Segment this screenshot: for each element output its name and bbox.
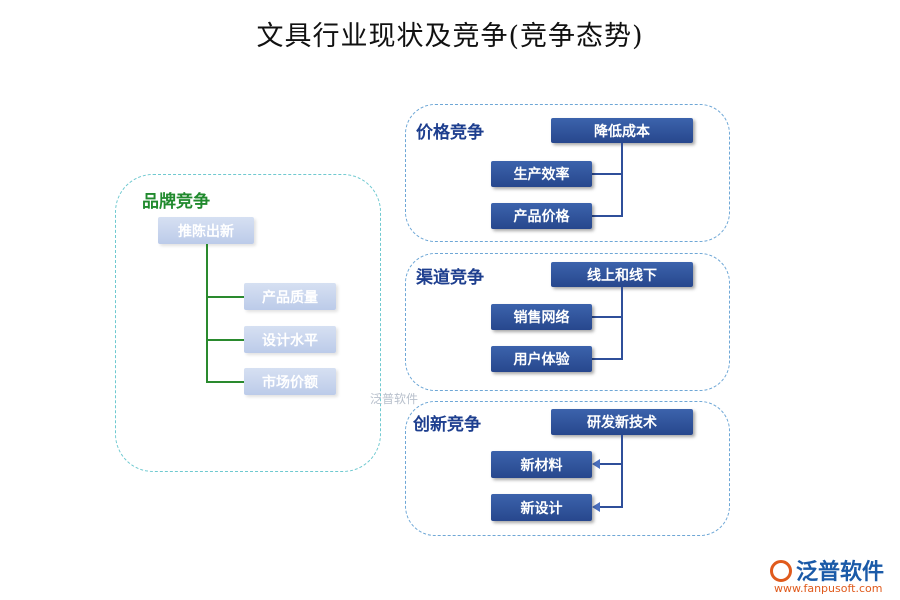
- channel-competition-panel: [405, 253, 730, 391]
- logo-mark-icon: [770, 560, 792, 582]
- channel-top-box: 线上和线下: [551, 262, 693, 287]
- innovation-connector-1: [598, 463, 623, 465]
- price-connector-1: [592, 173, 623, 175]
- brand-vertical-line: [206, 244, 208, 382]
- channel-connector-2: [592, 358, 623, 360]
- channel-vertical-line: [621, 287, 623, 359]
- brand-competition-title: 品牌竞争: [142, 192, 210, 212]
- innovation-arrow-2-icon: [592, 502, 600, 512]
- price-competition-panel: [405, 104, 730, 242]
- channel-item-user-experience: 用户体验: [491, 346, 592, 372]
- brand-root-box: 推陈出新: [158, 217, 254, 244]
- brand-logo: 泛普软件: [770, 554, 884, 586]
- price-vertical-line: [621, 143, 623, 217]
- channel-item-sales-network: 销售网络: [491, 304, 592, 330]
- diagram-title: 文具行业现状及竞争(竞争态势): [256, 21, 644, 52]
- channel-connector-1: [592, 316, 623, 318]
- price-competition-title: 价格竞争: [416, 123, 484, 143]
- brand-competition-panel: [115, 174, 381, 472]
- brand-connector-3: [206, 381, 244, 383]
- brand-item-market: 市场价额: [244, 368, 336, 395]
- brand-connector-2: [206, 339, 244, 341]
- innovation-competition-panel: [405, 401, 730, 536]
- price-item-efficiency: 生产效率: [491, 161, 592, 187]
- channel-competition-title: 渠道竞争: [416, 268, 484, 288]
- innovation-competition-title: 创新竞争: [413, 415, 481, 435]
- brand-item-quality: 产品质量: [244, 283, 336, 310]
- price-connector-2: [592, 215, 623, 217]
- center-watermark: 泛普软件: [370, 392, 419, 406]
- price-item-product-price: 产品价格: [491, 203, 592, 229]
- price-top-box: 降低成本: [551, 118, 693, 143]
- innovation-arrow-1-icon: [592, 459, 600, 469]
- brand-item-design: 设计水平: [244, 326, 336, 353]
- innovation-item-new-design: 新设计: [491, 494, 592, 521]
- brand-connector-1: [206, 296, 244, 298]
- innovation-connector-2: [598, 506, 623, 508]
- innovation-vertical-line: [621, 435, 623, 508]
- logo-text: 泛普软件: [796, 560, 885, 585]
- logo-url: www.fanpusoft.com: [774, 582, 883, 595]
- innovation-top-box: 研发新技术: [551, 409, 693, 435]
- innovation-item-new-material: 新材料: [491, 451, 592, 478]
